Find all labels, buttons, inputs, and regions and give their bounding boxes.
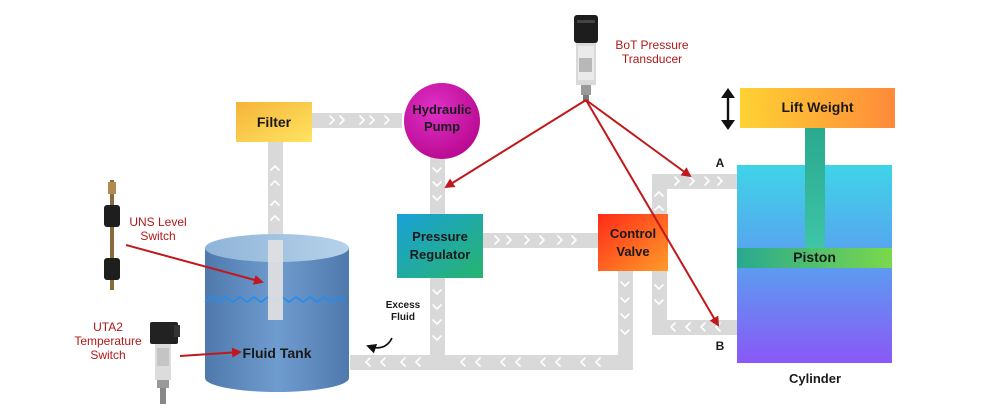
control-valve-box [598, 214, 668, 271]
pipe-return-bottom [350, 355, 633, 370]
bot-pressure-transducer-device [574, 15, 598, 102]
excess-label-line1: Excess [385, 300, 421, 311]
pressure-regulator-label: Pressure Regulator [397, 228, 483, 264]
pipe-in-tank [268, 240, 283, 320]
arrow-bot-to-port-a [585, 99, 692, 178]
bot-transducer-label: BoT Pressure Transducer [604, 38, 700, 66]
excess-fluid-label: Excess Fluid [378, 300, 428, 324]
flow-arrows [270, 115, 724, 367]
fluid-tank-label: Fluid Tank [242, 345, 312, 361]
sensor-arrows [125, 99, 720, 358]
piston-band [737, 248, 892, 268]
regulator-label-line2: Regulator [409, 247, 471, 262]
pump-label-line1: Hydraulic [412, 102, 472, 117]
arrow-uta2-to-tank [179, 347, 242, 358]
pipe-b-horizontal [652, 320, 737, 335]
excess-label-line2: Fluid [391, 312, 415, 323]
arrow-bot-to-port-b [585, 99, 720, 327]
cylinder-label: Cylinder [788, 371, 841, 386]
excess-fluid-arrow [366, 337, 393, 354]
lift-direction-icon [721, 88, 735, 130]
hydraulic-pump-circle [404, 83, 480, 159]
lift-weight-label: Lift Weight [781, 99, 854, 115]
filter-box [236, 102, 312, 142]
port-a-label: A [715, 156, 725, 170]
bot-label-line1: BoT Pressure [615, 38, 689, 52]
hydraulic-pump-label: Hydraulic Pump [404, 101, 480, 135]
uta2-label-line1: UTA2 [93, 320, 123, 334]
uns-label-line1: UNS Level [129, 215, 187, 229]
piston-rod [805, 128, 825, 248]
arrow-bot-to-regulator [444, 99, 587, 189]
pipe-filter-pump [312, 113, 402, 128]
piston-label: Piston [793, 249, 836, 265]
valve-label-line2: Valve [616, 244, 650, 259]
uta2-label-line3: Switch [90, 348, 126, 362]
uta2-temperature-switch-label: UTA2 Temperature Switch [68, 320, 148, 362]
control-valve-label: Control Valve [598, 225, 668, 261]
bot-label-line2: Transducer [621, 52, 683, 66]
port-b-label: B [715, 339, 725, 353]
pump-label-line2: Pump [423, 119, 461, 134]
uns-level-switch-label: UNS Level Switch [118, 215, 198, 243]
filter-label: Filter [256, 114, 292, 130]
pipe-regulator-valve [483, 233, 598, 248]
regulator-label-line1: Pressure [412, 229, 468, 244]
uta2-label-line2: Temperature [74, 334, 142, 348]
valve-label-line1: Control [609, 226, 657, 241]
uns-level-switch-device [104, 180, 120, 290]
uns-label-line2: Switch [140, 229, 176, 243]
uta2-temperature-switch-device [150, 322, 180, 404]
arrow-uns-to-tank [125, 244, 264, 285]
pipe-regulator-return [430, 278, 445, 363]
pressure-regulator-box [397, 214, 483, 278]
lift-weight-box [740, 88, 895, 128]
